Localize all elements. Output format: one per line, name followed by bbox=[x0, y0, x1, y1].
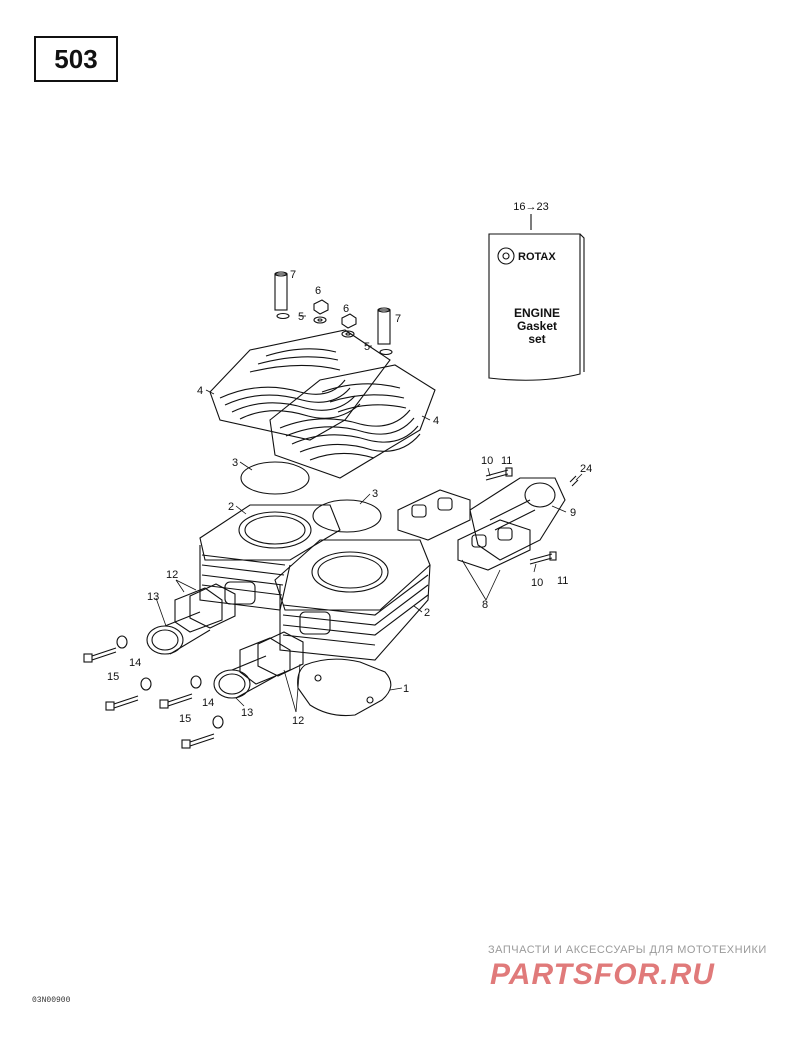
callout-9: 9 bbox=[570, 507, 576, 519]
watermark-logo[interactable]: PARTSFOR.RU bbox=[490, 958, 715, 991]
callout-6-right: 6 bbox=[343, 303, 349, 315]
gasket-set-line3: set bbox=[528, 332, 545, 346]
callout-1: 1 bbox=[403, 683, 409, 695]
washer-14-b[interactable] bbox=[140, 677, 152, 691]
intake-gasket-lower[interactable] bbox=[457, 519, 531, 571]
screw-10-lower[interactable] bbox=[529, 551, 557, 565]
rotax-brand: ROTAX bbox=[518, 251, 556, 263]
washer-left[interactable] bbox=[313, 316, 327, 324]
callout-2-right: 2 bbox=[424, 607, 430, 619]
base-gasket[interactable] bbox=[297, 658, 392, 717]
intake-adapter-right[interactable] bbox=[213, 637, 291, 699]
gasket-set-callout: 16→23 bbox=[513, 201, 548, 213]
sleeve-left[interactable] bbox=[274, 271, 290, 320]
gasket-set-line2: Gasket bbox=[517, 319, 557, 333]
callout-11-upper: 11 bbox=[501, 455, 512, 467]
callout-11-lower: 11 bbox=[557, 575, 568, 587]
washer-14-c[interactable] bbox=[190, 675, 202, 689]
callout-15-left: 15 bbox=[107, 671, 119, 683]
callout-14-right: 14 bbox=[202, 697, 214, 709]
washer-14-d[interactable] bbox=[212, 715, 224, 729]
nut-right[interactable] bbox=[341, 313, 357, 329]
callout-10-upper: 10 bbox=[481, 455, 493, 467]
adapter-gasket-right[interactable] bbox=[257, 631, 304, 677]
bolt-15-d[interactable] bbox=[181, 733, 215, 749]
bolt-15-a[interactable] bbox=[83, 647, 117, 663]
callout-13-right: 13 bbox=[241, 707, 253, 719]
sleeve-right[interactable] bbox=[377, 307, 393, 356]
callout-15-right: 15 bbox=[179, 713, 191, 725]
o-ring-right[interactable] bbox=[312, 499, 382, 533]
callout-10-lower: 10 bbox=[531, 577, 543, 589]
intake-gasket-upper[interactable] bbox=[397, 489, 471, 541]
washer-14-a[interactable] bbox=[116, 635, 128, 649]
callout-13-left: 13 bbox=[147, 591, 159, 603]
cylinder-head-right[interactable] bbox=[269, 364, 436, 479]
page-number-box: 503 bbox=[34, 36, 118, 82]
gasket-set-line1: ENGINE bbox=[514, 306, 560, 320]
intake-adapter-left[interactable] bbox=[146, 587, 223, 655]
cylinder-head-left[interactable] bbox=[209, 329, 391, 441]
drawing-reference-code: 03N00900 bbox=[32, 996, 71, 1005]
rotary-valve-cover[interactable] bbox=[469, 477, 566, 561]
cylinder-right[interactable] bbox=[274, 539, 431, 661]
screw-24[interactable] bbox=[569, 475, 579, 487]
o-ring-left[interactable] bbox=[240, 461, 310, 495]
adapter-gasket-left[interactable] bbox=[189, 583, 236, 629]
watermark-caption: ЗАПЧАСТИ И АКСЕССУАРЫ ДЛЯ МОТОТЕХНИКИ bbox=[488, 944, 767, 956]
callout-4-left: 4 bbox=[197, 385, 203, 397]
callout-7-left: 7 bbox=[290, 269, 296, 281]
callout-3-right: 3 bbox=[372, 488, 378, 500]
callout-12-left: 12 bbox=[166, 569, 178, 581]
cylinder-left[interactable] bbox=[199, 504, 341, 611]
callout-5-left: 5 bbox=[298, 311, 304, 323]
nut-left[interactable] bbox=[313, 299, 329, 315]
callout-12-right: 12 bbox=[292, 715, 304, 727]
leader-lines bbox=[155, 315, 583, 713]
callout-24: 24 bbox=[580, 463, 592, 475]
washer-right[interactable] bbox=[341, 330, 355, 338]
callout-8: 8 bbox=[482, 599, 488, 611]
gasket-set-package[interactable] bbox=[488, 214, 585, 381]
callout-2-left: 2 bbox=[228, 501, 234, 513]
page-number: 503 bbox=[54, 43, 98, 74]
callout-5-right: 5 bbox=[364, 341, 370, 353]
callout-4-right: 4 bbox=[433, 415, 439, 427]
callout-14-left: 14 bbox=[129, 657, 141, 669]
callout-3-left: 3 bbox=[232, 457, 238, 469]
bolt-15-b[interactable] bbox=[105, 695, 139, 711]
bolt-15-c[interactable] bbox=[159, 693, 193, 709]
callout-7-right: 7 bbox=[395, 313, 401, 325]
callout-6-left: 6 bbox=[315, 285, 321, 297]
